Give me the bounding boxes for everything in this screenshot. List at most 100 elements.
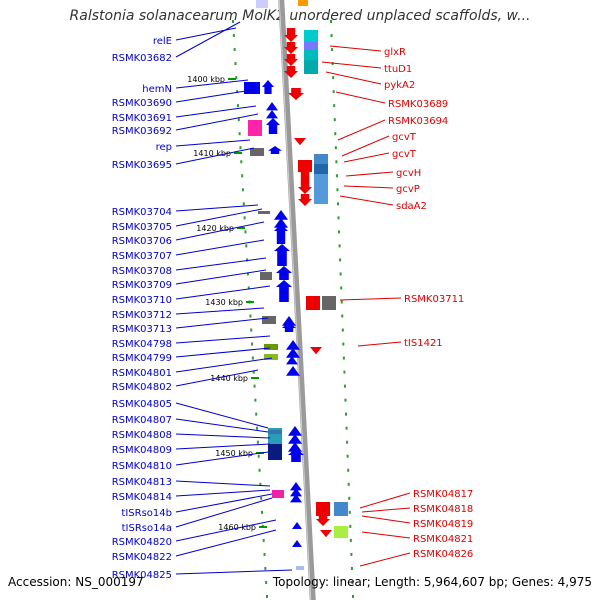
gene-arrow[interactable] <box>284 66 298 78</box>
gene-block[interactable] <box>314 154 328 164</box>
gene-label-left[interactable]: RSMK03690 <box>112 98 172 109</box>
gene-label-left[interactable]: RSMK04810 <box>112 461 172 472</box>
gene-block[interactable] <box>334 502 348 516</box>
gene-arrow[interactable] <box>286 340 300 350</box>
gene-arrow[interactable] <box>290 494 302 503</box>
gene-arrow[interactable] <box>274 210 288 220</box>
gene-block[interactable] <box>304 60 318 74</box>
gene-arrow[interactable] <box>266 118 280 134</box>
gene-label-left[interactable]: RSMK03710 <box>112 295 172 306</box>
gene-arrow[interactable] <box>320 530 332 538</box>
gene-arrow[interactable] <box>284 42 298 54</box>
gene-arrow[interactable] <box>292 522 302 529</box>
gene-block[interactable] <box>268 444 282 460</box>
gene-block[interactable] <box>304 30 318 42</box>
gene-block[interactable] <box>306 296 320 310</box>
gene-block[interactable] <box>256 0 268 8</box>
gene-label-left[interactable]: RSMK03712 <box>112 310 172 321</box>
gene-label-left[interactable]: RSMK03709 <box>112 280 172 291</box>
gene-label-left[interactable]: RSMK03692 <box>112 126 172 137</box>
gene-label-left[interactable]: RSMK03704 <box>112 207 172 218</box>
gene-label-left[interactable]: RSMK03691 <box>112 113 172 124</box>
gene-label-left[interactable]: RSMK03706 <box>112 236 172 247</box>
gene-block[interactable] <box>262 316 276 324</box>
gene-block[interactable] <box>258 211 270 214</box>
gene-arrow[interactable] <box>286 348 300 358</box>
gene-block[interactable] <box>322 296 336 310</box>
gene-arrow[interactable] <box>282 316 296 326</box>
gene-label-left[interactable]: rep <box>156 142 172 153</box>
gene-label-left[interactable]: RSMK04807 <box>112 415 172 426</box>
gene-label-right[interactable]: gcvH <box>396 168 421 179</box>
gene-arrow[interactable] <box>292 540 302 547</box>
gene-label-left[interactable]: RSMK03705 <box>112 222 172 233</box>
gene-arrow[interactable] <box>288 426 302 436</box>
gene-label-left[interactable]: RSMK03708 <box>112 266 172 277</box>
gene-arrow[interactable] <box>290 488 302 497</box>
gene-label-left[interactable]: RSMK04825 <box>112 570 172 581</box>
gene-label-left[interactable]: RSMK03695 <box>112 160 172 171</box>
gene-block[interactable] <box>296 566 304 570</box>
gene-arrow[interactable] <box>274 244 290 266</box>
gene-label-left[interactable]: RSMK04822 <box>112 552 172 563</box>
gene-block[interactable] <box>244 82 260 94</box>
gene-label-right[interactable]: ttuD1 <box>384 64 412 75</box>
gene-arrow[interactable] <box>276 280 292 302</box>
gene-label-right[interactable]: RSMK04821 <box>413 534 473 545</box>
gene-arrow[interactable] <box>298 194 312 206</box>
gene-label-left[interactable]: tISRso14b <box>121 508 172 519</box>
gene-arrow[interactable] <box>262 80 274 94</box>
gene-block[interactable] <box>298 160 312 172</box>
gene-arrow[interactable] <box>316 514 330 526</box>
gene-block[interactable] <box>264 354 278 360</box>
gene-arrow[interactable] <box>266 110 278 119</box>
gene-label-left[interactable]: RSMK04798 <box>112 339 172 350</box>
gene-label-left[interactable]: RSMK04809 <box>112 445 172 456</box>
gene-label-left[interactable]: RSMK04805 <box>112 399 172 410</box>
gene-arrow[interactable] <box>268 146 282 154</box>
gene-arrow[interactable] <box>266 102 278 111</box>
gene-label-right[interactable]: sdaA2 <box>396 201 427 212</box>
gene-label-right[interactable]: tIS1421 <box>404 338 443 349</box>
gene-arrow[interactable] <box>288 442 302 452</box>
gene-label-right[interactable]: gcvP <box>396 184 420 195</box>
gene-label-right[interactable]: RSMK04819 <box>413 519 473 530</box>
gene-block[interactable] <box>248 120 262 136</box>
gene-label-left[interactable]: relE <box>153 36 172 47</box>
gene-arrow[interactable] <box>284 54 298 66</box>
gene-arrow[interactable] <box>310 347 322 355</box>
gene-block[interactable] <box>314 164 328 174</box>
gene-block[interactable] <box>298 0 308 6</box>
gene-block[interactable] <box>268 430 282 434</box>
gene-block[interactable] <box>264 344 278 350</box>
gene-label-right[interactable]: glxR <box>384 47 406 58</box>
gene-arrow[interactable] <box>286 366 300 376</box>
gene-label-right[interactable]: RSMK03711 <box>404 294 464 305</box>
gene-label-left[interactable]: RSMK03707 <box>112 251 172 262</box>
gene-arrow[interactable] <box>294 138 306 146</box>
gene-label-right[interactable]: RSMK04818 <box>413 504 473 515</box>
gene-block[interactable] <box>260 272 272 280</box>
gene-label-right[interactable]: RSMK04826 <box>413 549 473 560</box>
gene-arrow[interactable] <box>282 322 296 332</box>
gene-label-left[interactable]: hemN <box>142 84 172 95</box>
gene-block[interactable] <box>316 502 330 516</box>
gene-arrow[interactable] <box>274 224 288 244</box>
gene-label-left[interactable]: RSMK04820 <box>112 537 172 548</box>
gene-label-left[interactable]: RSMK03713 <box>112 324 172 335</box>
gene-arrow[interactable] <box>276 266 292 280</box>
gene-arrow[interactable] <box>288 448 304 462</box>
gene-label-left[interactable]: RSMK04799 <box>112 353 172 364</box>
gene-label-left[interactable]: RSMK03682 <box>112 53 172 64</box>
gene-block[interactable] <box>250 148 264 156</box>
gene-label-right[interactable]: RSMK03689 <box>388 99 448 110</box>
gene-arrow[interactable] <box>284 28 298 42</box>
gene-label-right[interactable]: gcvT <box>392 149 417 160</box>
gene-label-left[interactable]: RSMK04802 <box>112 382 172 393</box>
gene-arrow[interactable] <box>288 88 304 100</box>
gene-arrow[interactable] <box>286 356 298 365</box>
gene-block[interactable] <box>304 42 318 50</box>
gene-label-left[interactable]: RSMK04801 <box>112 368 172 379</box>
gene-block[interactable] <box>334 526 348 538</box>
